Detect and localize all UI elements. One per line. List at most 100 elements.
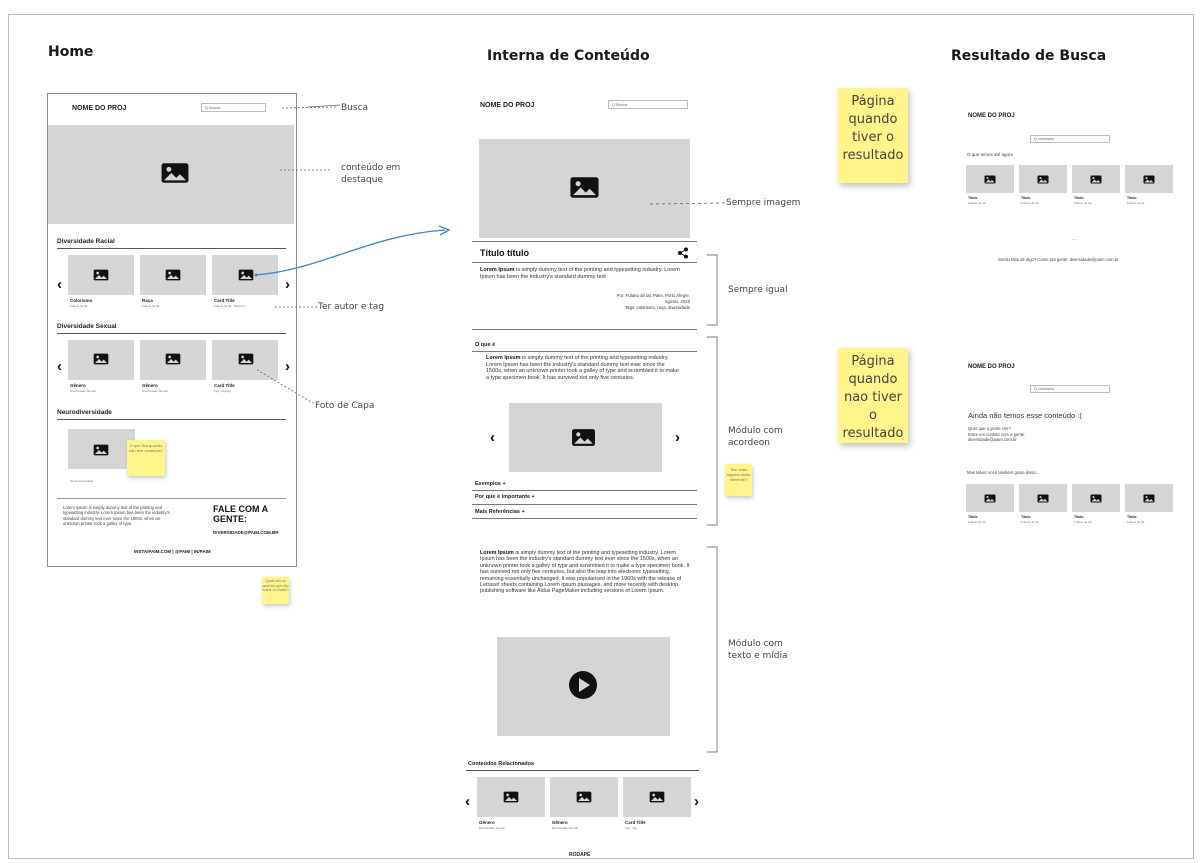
related-card[interactable]: Gênero Diversidade Sexual	[477, 777, 545, 835]
suggest-card[interactable]: Título Fulano de tal	[1125, 484, 1173, 528]
card-title: Título	[1127, 515, 1137, 519]
image-icon	[576, 791, 592, 803]
card-raca[interactable]: Raça Fulano de tal	[140, 255, 206, 313]
card-title: Título	[1021, 196, 1031, 200]
accordion-prev-arrow[interactable]: ‹	[490, 429, 495, 446]
image-icon	[1090, 175, 1102, 184]
result-search-input[interactable]: Q colorismo	[1030, 135, 1110, 143]
carousel-prev-arrow[interactable]: ‹	[57, 276, 62, 293]
accordion-header-o-que-e[interactable]: O que é	[475, 342, 496, 348]
noresult-message: Quer que a gente crie? Entre em contato …	[968, 426, 1025, 443]
card-title: Gênero	[479, 820, 495, 825]
canvas-frame	[8, 14, 1194, 859]
accordion-next-arrow[interactable]: ›	[675, 429, 680, 446]
suggest-card[interactable]: Título Fulano de tal	[1019, 484, 1067, 528]
card-subtitle: Fulano de tal	[1127, 520, 1145, 524]
accordion-item-referencias[interactable]: Mais Referências +	[475, 509, 525, 515]
annotation-autor: Ter autor e tag	[318, 302, 385, 312]
card-colorismo[interactable]: Colorismo Fulano de tal	[68, 255, 134, 313]
sticky-note-neuro: O que fica quando não tem conteúdo?	[127, 440, 165, 476]
interna-divider	[472, 241, 697, 242]
section-title-neuro: Neurodiversidade	[57, 409, 112, 416]
fale-email-link[interactable]: DIVERSIDADE@PAIM.COM.BR	[213, 530, 279, 535]
result-project-name: NOME DO PROJ	[968, 113, 1015, 119]
home-social-links[interactable]: INSTA/PAIM.COM | @PAIM | IN/PAIM	[134, 549, 211, 554]
noresult-project-name: NOME DO PROJ	[968, 364, 1015, 370]
annotation-capa: Foto de Capa	[315, 401, 375, 411]
image-icon	[165, 269, 181, 281]
card-subtitle: Diversidade Sexual	[142, 389, 168, 393]
result-card[interactable]: Título Fulano de tal	[1019, 165, 1067, 209]
card-neuro[interactable]: Neurodiversidade	[68, 429, 135, 489]
annotation-acordeon: Módulo com acordeon	[728, 426, 783, 448]
annotation-destaque: conteúdo em destaque	[341, 163, 401, 185]
carousel-prev-arrow[interactable]: ‹	[57, 358, 62, 375]
image-icon	[649, 791, 665, 803]
home-footer-text: Lorem Ipsum is simply dummy text of the …	[63, 505, 170, 527]
accordion-divider	[472, 490, 697, 491]
result-card[interactable]: Título Fulano de tal	[1125, 165, 1173, 209]
interna-search-input[interactable]: Q Busca	[608, 100, 688, 109]
card-genero[interactable]: Gênero Diversidade Sexual	[68, 340, 134, 398]
card-subtitle: Fulano de tal	[1021, 520, 1039, 524]
interna-article-title: Título título	[480, 248, 529, 258]
accordion-text: is simply dummy text of the printing and…	[486, 355, 679, 381]
carousel-next-arrow[interactable]: ›	[285, 276, 290, 293]
image-icon	[571, 428, 596, 447]
article-meta: Por: Fulano de tal, Paim, Porto Alegre. …	[560, 293, 690, 311]
result-pager[interactable]: ...	[1072, 236, 1076, 241]
accordion-divider	[472, 504, 697, 505]
card-title: Gênero	[70, 383, 86, 388]
accordion-divider	[472, 351, 697, 352]
heading-resultado: Resultado de Busca	[951, 48, 1107, 64]
hero-image-icon	[160, 162, 190, 184]
share-icon[interactable]	[677, 247, 689, 259]
accordion-item-importante[interactable]: Por que é importante +	[475, 494, 535, 500]
related-card[interactable]: Gênero Diversidade Sexual	[550, 777, 618, 835]
image-icon	[1143, 494, 1155, 503]
related-card[interactable]: Card Title Tag · tag	[623, 777, 691, 835]
card-title-sexual[interactable]: Card Title Tag · tag/tag	[212, 340, 278, 398]
interna-divider	[472, 262, 697, 263]
suggest-card[interactable]: Título Fulano de tal	[966, 484, 1014, 528]
fale-com-a-gente-title: FALE COM A GENTE:	[213, 504, 268, 524]
noresult-email-link[interactable]: diversidade@paim.com.br	[968, 437, 1017, 442]
card-title: Gênero	[552, 820, 568, 825]
card-title: Título	[1127, 196, 1137, 200]
image-icon	[93, 353, 109, 365]
section-divider	[57, 333, 286, 334]
card-title: Raça	[142, 298, 153, 303]
noresult-search-input[interactable]: Q colorismo	[1030, 385, 1110, 393]
card-title: Título	[968, 515, 978, 519]
play-icon[interactable]	[568, 670, 598, 700]
suggest-card[interactable]: Título Fulano de tal	[1072, 484, 1120, 528]
section-divider	[57, 419, 286, 420]
result-label: O que temos até agora	[967, 152, 1014, 157]
card-title: Card Title	[214, 383, 235, 388]
card-subtitle: Fulano de tal	[70, 304, 88, 308]
result-card[interactable]: Título Fulano de tal	[1072, 165, 1120, 209]
noresult-line: Entre em contato com a gente:	[968, 431, 1026, 437]
related-next-arrow[interactable]: ›	[694, 793, 699, 810]
meta-author: Por: Fulano de tal, Paim, Porto Alegre.	[616, 293, 690, 298]
accordion-bold: Lorem Ipsum	[486, 355, 521, 361]
sticky-note-no-result: Página quando nao tiver o resultado	[838, 348, 908, 443]
home-search-input[interactable]: Q Busca	[201, 103, 266, 112]
card-subtitle: Diversidade Sexual	[70, 389, 96, 393]
meta-date: Agosto, 2023	[664, 299, 690, 304]
module-brackets	[707, 254, 718, 753]
card-subtitle: Diversidade Sexual	[552, 826, 578, 830]
card-genero[interactable]: Gênero Diversidade Sexual	[140, 340, 206, 398]
accordion-item-exemplos[interactable]: Exemplos +	[475, 481, 506, 487]
sticky-note-footer: Quais são os padrões que vão entrar no f…	[262, 577, 289, 604]
meta-tags: Tags: colorismo, raça, diversidade	[625, 305, 690, 310]
card-subtitle: Fulano de tal	[968, 520, 986, 524]
image-icon	[1090, 494, 1102, 503]
sticky-note-accordion: Tem mais alguma mídia diferente?	[725, 464, 752, 496]
card-subtitle: Fulano de tal	[1074, 520, 1092, 524]
result-card[interactable]: Título Fulano de tal	[966, 165, 1014, 209]
image-icon	[1037, 494, 1049, 503]
image-icon	[984, 175, 996, 184]
carousel-next-arrow[interactable]: ›	[285, 358, 290, 375]
related-prev-arrow[interactable]: ‹	[465, 793, 470, 810]
